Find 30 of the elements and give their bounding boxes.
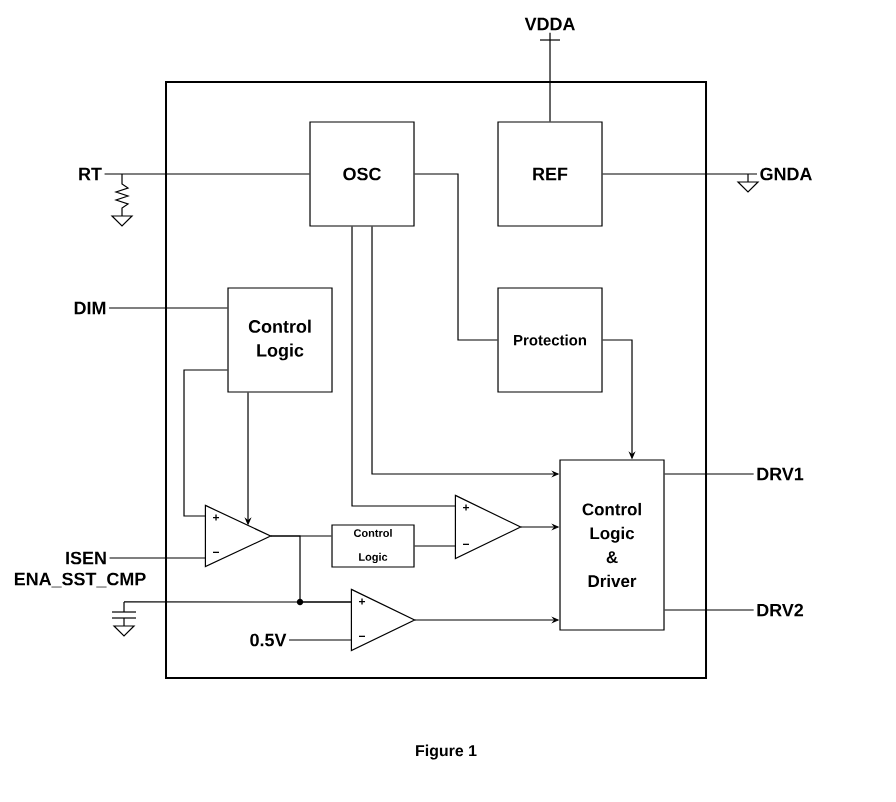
pin-label: GNDA [760,167,812,181]
amplifier-triangle [204,504,273,568]
pin-label: VDDA [524,17,575,31]
oscillator-block: OSC [309,121,415,227]
connector-line [288,639,352,641]
pin-label: DIM [74,301,106,315]
connector-line [414,545,456,547]
pin-label: ISEN [66,551,106,565]
pin-label: RT [79,167,102,181]
driver-block: Control Logic & Driver [559,459,665,631]
pin-label: 0.5V [250,633,287,647]
reference-block: REF [497,121,603,227]
amplifier-triangle [350,588,416,652]
connector-line [602,173,758,175]
connector-line [414,173,498,341]
chip-outline [165,81,707,679]
connector-line [108,557,206,559]
logic-block: Control Logic [227,287,333,393]
pin-label: ENA_SST_CMP [14,572,146,588]
connector-line [108,307,228,309]
pin-label: DRV2 [757,603,804,617]
amplifier-triangle [454,494,522,560]
pin-label: DRV1 [757,467,804,481]
connector-line [123,601,352,603]
connector-line [103,173,310,175]
connector-line [664,473,755,475]
connector-line [549,32,551,122]
connector-line [183,369,228,517]
connector-line [351,226,456,507]
connector-line [664,609,755,611]
